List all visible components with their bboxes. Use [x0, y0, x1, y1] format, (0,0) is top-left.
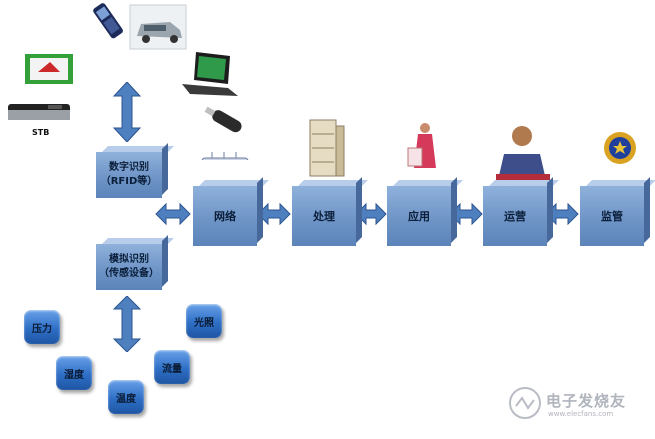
pipeline-arrows	[155, 202, 579, 226]
device-illustrations	[8, 3, 249, 160]
arrow-operation-to-supervision	[545, 202, 579, 226]
person-user-icon	[407, 123, 436, 168]
sensor-light: 光照	[186, 304, 222, 338]
arrow-left-to-network	[155, 202, 191, 226]
card-reader-icon	[25, 54, 73, 84]
watermark-logo-icon	[509, 387, 541, 419]
pipeline-box-supervision: 监管	[580, 186, 644, 246]
usb-key-icon	[204, 106, 242, 133]
pipeline-box-operation: 运营	[483, 186, 547, 246]
sensor-humidity: 湿度	[56, 356, 92, 390]
car-icon	[129, 4, 187, 50]
watermark-site: www.elecfans.com	[548, 410, 614, 418]
set-top-box-icon	[8, 104, 70, 120]
analog-identification-box: 模拟识别 （传感设备）	[96, 244, 162, 290]
pipeline-box-network: 网络	[193, 186, 257, 246]
pipeline-box-processing: 处理	[292, 186, 356, 246]
double-arrow-vertical-top	[112, 82, 142, 142]
network-bus-icon	[201, 152, 249, 160]
pipeline-box-application: 应用	[387, 186, 451, 246]
watermark-text: 电子发烧友	[546, 392, 627, 410]
arrow-application-to-operation	[449, 202, 483, 226]
digital-box-line2: （RFID等）	[100, 176, 158, 187]
analog-box-line1: 模拟识别	[109, 254, 149, 265]
server-rack-icon	[309, 119, 345, 177]
sensor-pressure: 压力	[24, 310, 60, 344]
digital-identification-box: 数字识别 （RFID等）	[96, 152, 162, 198]
mobile-phone-icon	[93, 3, 123, 39]
double-arrow-vertical-bottom	[112, 296, 142, 352]
sensor-flow: 流量	[154, 350, 190, 384]
analog-box-line2: （传感设备）	[99, 268, 159, 279]
arrow-network-to-processing	[257, 202, 291, 226]
role-illustrations	[309, 119, 636, 182]
police-emblem-icon	[604, 132, 636, 164]
arrow-processing-to-application	[355, 202, 387, 226]
watermark: 电子发烧友 www.elecfans.com	[508, 386, 648, 426]
digital-box-line1: 数字识别	[109, 162, 149, 173]
stb-label: STB	[32, 128, 50, 137]
operator-figure-icon	[496, 126, 550, 182]
sensor-temperature: 温度	[108, 380, 144, 414]
laptop-icon	[182, 52, 238, 96]
